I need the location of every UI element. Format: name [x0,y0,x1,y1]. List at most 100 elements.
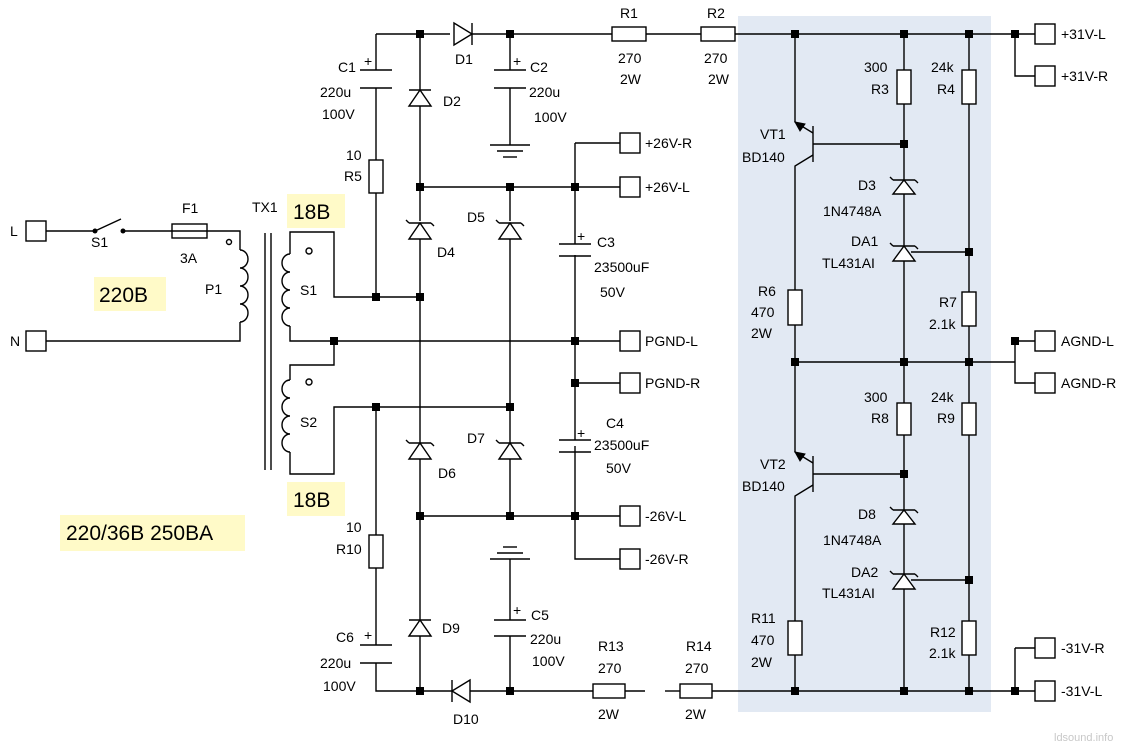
watermark: ldsound.info [1054,732,1113,744]
capacitor-c3: + [559,228,591,257]
resistor-r5-ref: R5 [344,168,362,184]
capacitor-c5-ref: C5 [531,607,549,623]
neutral-input-terminal [25,330,47,352]
resistor-r5 [368,159,384,194]
transistor-vt2 [794,451,806,462]
terminal-m31l-label: -31V-L [1061,683,1102,699]
resistor-r7 [961,291,977,327]
s1-voltage-label: 18B [293,201,330,224]
resistor-r6 [787,289,803,326]
transistor-vt1-ref: VT1 [760,126,786,142]
diode-d7-label: D7 [467,430,485,446]
capacitor-c4: + [559,425,591,453]
regulator-panel [738,16,991,712]
terminal-p31r [1034,65,1056,87]
bridge-wiring [375,33,1015,692]
resistor-r11 [787,620,803,656]
transistor-vt2-value: BD140 [742,478,785,494]
terminal-m26l-label: -26V-L [645,508,686,524]
diode-d4-label: D4 [437,244,455,260]
transistor-vt2-ref: VT2 [760,456,786,472]
svg-text:+: + [577,425,585,441]
capacitor-c5-rating: 100V [532,653,565,669]
capacitor-c4-rating: 50V [606,460,632,476]
diode-d10-label: D10 [453,711,479,727]
secondary-s2-label: S2 [300,414,317,430]
diode-d9 [407,618,433,637]
shunt-regulator-da1-ref: DA1 [851,233,878,249]
resistor-r12 [961,620,977,656]
capacitor-c6-rating: 100V [323,678,356,694]
resistor-r11-rating: 2W [751,654,773,670]
capacitor-c1: + [360,53,392,89]
shunt-regulator-da2-ref: DA2 [851,564,878,580]
resistor-r2-ref: R2 [707,5,725,21]
resistor-r1-rating: 2W [620,71,642,87]
capacitor-c6: + [360,627,392,664]
secondary-wiring [289,231,575,475]
ground-symbol-c2 [490,144,530,158]
terminal-m31r [1034,637,1056,659]
fuse-f1-value: 3A [180,250,198,266]
primary-voltage-label: 220B [99,284,148,307]
resistor-r10 [368,534,384,569]
resistor-r12-value: 2.1k [929,645,956,661]
resistor-r7-value: 2.1k [929,316,956,332]
shunt-regulator-da1 [889,242,919,262]
capacitor-c6-ref: C6 [336,629,354,645]
resistor-r13-value: 270 [598,660,622,676]
terminal-p26r-label: +26V-R [645,135,692,151]
resistor-r6-value: 470 [751,304,775,320]
ground-symbol-c5 [490,546,530,570]
diode-d1 [453,21,474,47]
svg-text:+: + [364,627,372,643]
svg-text:+: + [577,228,585,244]
s2-voltage-label: 18B [293,489,330,512]
resistor-r7-ref: R7 [939,294,957,310]
terminal-m26l [619,505,641,527]
resistor-r2-rating: 2W [708,71,730,87]
zener-d3-ref: D3 [858,177,876,193]
svg-text:+: + [513,53,521,69]
terminal-m31l [1034,680,1056,702]
svg-text:+: + [513,602,521,618]
terminal-pgndr-label: PGND-R [645,375,700,391]
s2-voltage-highlight [287,482,345,516]
terminal-m26r [619,548,641,570]
terminal-p31l [1034,23,1056,45]
capacitor-c1-ref: C1 [338,59,356,75]
resistor-r14-value: 270 [685,660,709,676]
svg-text:+: + [364,53,372,69]
terminal-p31l-label: +31V-L [1061,26,1106,42]
resistor-r1-ref: R1 [620,5,638,21]
terminal-p31r-label: +31V-R [1061,68,1108,84]
input-wiring [46,230,241,342]
switch-s1 [92,218,126,234]
terminal-agndr-label: AGND-R [1061,375,1116,391]
neutral-input-label: N [10,333,20,349]
resistor-r6-ref: R6 [758,283,776,299]
switch-s1-label: S1 [91,234,108,250]
s1-voltage-highlight [287,194,345,228]
diode-d4 [405,219,435,240]
shunt-regulator-da1-value: TL431AI [822,255,875,271]
resistor-r3-ref: R3 [871,81,889,97]
capacitor-c3-rating: 50V [600,284,626,300]
diode-d9-label: D9 [442,620,460,636]
zener-d3-value: 1N4748A [823,203,882,219]
zener-d3 [889,176,919,195]
resistor-r5-value: 10 [346,147,362,163]
terminal-p26l-label: +26V-L [645,179,690,195]
diode-d5-label: D5 [467,209,485,225]
line-input-terminal [25,220,47,242]
primary-p1-label: P1 [205,281,222,297]
transformer-spec-label: 220/36B 250BA [66,522,213,545]
terminal-pgndr [619,372,641,394]
junction-dots [330,30,1019,695]
resistor-r8-ref: R8 [871,410,889,426]
fuse-f1-label: F1 [182,200,199,216]
capacitor-c2-value: 220u [529,84,560,100]
terminal-pgndl [619,330,641,352]
resistor-r1 [611,26,647,42]
